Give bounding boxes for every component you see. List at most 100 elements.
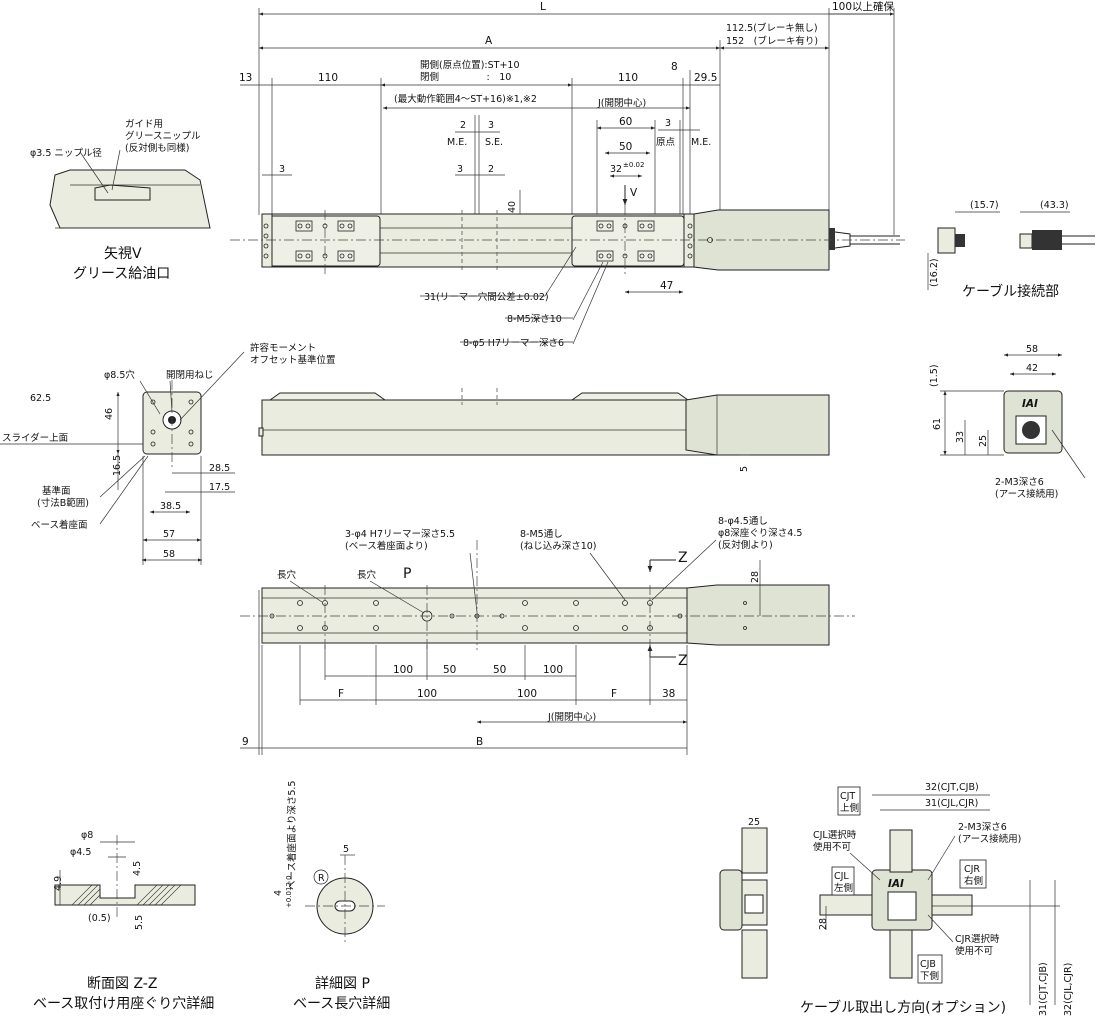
dim-38-5: 38.5 xyxy=(160,501,181,512)
dim-28-5: 28.5 xyxy=(209,463,230,474)
screw-label: 開閉用ねじ xyxy=(166,370,214,381)
detail-P: 5 R ベース着座面より深さ5.5 4 +0.012 0 詳細図 P ベース長穴… xyxy=(273,781,390,1012)
section-Z2: Z xyxy=(678,653,688,669)
cjr-box xyxy=(959,859,987,889)
end-view-left: 許容モーメント オフセット基準位置 φ8.5穴 開閉用ねじ 46 62.5 スラ… xyxy=(0,342,336,565)
dim-100c: 100 xyxy=(417,688,437,700)
allow-1: 許容モーメント xyxy=(250,342,316,354)
dim-33: 33 xyxy=(955,431,966,443)
guide-3: (反対側も同様) xyxy=(125,142,189,154)
section-body xyxy=(54,884,196,906)
side-motor xyxy=(685,394,830,456)
dim-40: 40 xyxy=(507,201,518,213)
dim-38: 38 xyxy=(662,688,675,700)
cjt-2: 上側 xyxy=(840,802,859,814)
note-8phi45c: (反対側より) xyxy=(718,539,773,551)
dim-100b: 100 xyxy=(543,664,563,676)
dim-100a: 100 xyxy=(393,664,413,676)
dim-61: 61 xyxy=(932,418,943,430)
dim-50b: 50 xyxy=(493,664,506,676)
dim-110a: 110 xyxy=(318,72,338,84)
section-Z1: Z xyxy=(678,550,688,566)
dim-0-5: (0.5) xyxy=(88,913,111,924)
leader xyxy=(927,914,954,943)
side-slider-left xyxy=(268,392,387,401)
option-cable-up xyxy=(741,827,768,874)
allow-2: オフセット基準位置 xyxy=(250,354,336,366)
plug-body xyxy=(1019,233,1033,249)
dim-5: 5 xyxy=(739,466,750,472)
cjl-box xyxy=(831,866,855,896)
dim-58: 58 xyxy=(163,549,175,560)
cjr: CJR xyxy=(964,864,980,875)
guide-2: グリースニップル xyxy=(125,130,201,142)
option-right xyxy=(931,894,973,916)
note-8m5a: 8-M5通し xyxy=(520,529,563,540)
leader xyxy=(289,580,323,603)
leader xyxy=(572,261,604,321)
dim-58r: 58 xyxy=(1026,344,1038,355)
detP-vtext: ベース着座面より深さ5.5 xyxy=(286,781,298,890)
dim-5p: 5 xyxy=(343,844,349,855)
note-8phi45b: φ8深座ぐり深さ4.5 xyxy=(718,527,802,539)
dim-15-7: (15.7) xyxy=(970,200,999,211)
option-title: ケーブル取出し方向(オプション) xyxy=(800,999,1006,1016)
dim-62-5: 62.5 xyxy=(30,393,51,404)
dim-60: 60 xyxy=(619,116,632,128)
note-31: 31(リーマー穴間公差±0.02) xyxy=(424,291,549,303)
option-top xyxy=(889,829,913,873)
detP-title2: ベース長穴詳細 xyxy=(293,996,390,1012)
end-holes xyxy=(150,399,194,447)
grease-port-body xyxy=(49,169,211,229)
slot-2: 長穴 xyxy=(357,569,377,581)
secZ-title2: ベース取付け用座ぐり穴詳細 xyxy=(33,996,214,1012)
cjl-ng2: 使用不可 xyxy=(813,841,851,853)
cjb-2: 下側 xyxy=(920,970,939,982)
option-bottom xyxy=(889,929,913,979)
dim-brake-with: 152 (ブレーキ有り) xyxy=(726,35,818,47)
cable-connection: (15.7) (16.2) (43.3) ケーブル接続部 xyxy=(927,200,1095,300)
viewV-title2: グリース給油口 xyxy=(73,266,170,282)
dim-5-5: 5.5 xyxy=(134,915,145,930)
leader xyxy=(111,149,121,191)
J-bottom: J(開閉中心) xyxy=(547,711,596,723)
note-8phi5: 8-φ5 H7リーマー深さ6 xyxy=(463,338,564,349)
option-socket xyxy=(887,891,917,921)
leader xyxy=(99,455,146,498)
dim-25: 25 xyxy=(978,435,989,447)
bottom-motor xyxy=(686,584,830,646)
R-label: R xyxy=(318,873,325,884)
bottom-base xyxy=(261,587,688,644)
bottom-view: 3-φ4 H7リーマー深さ5.5 (ベース着座面より) 8-M5通し (ねじ込み… xyxy=(240,516,855,755)
slider-holes xyxy=(263,220,713,262)
opt-d31: 31(CJL,CJR) xyxy=(925,798,978,809)
dim-4-5: 4.5 xyxy=(132,861,143,876)
hole-8-5: φ8.5穴 xyxy=(104,369,135,381)
end-cap-right xyxy=(683,213,695,268)
guide-1: ガイド用 xyxy=(125,119,163,130)
nipple-dia: φ3.5 ニップル径 xyxy=(30,147,102,159)
opt-d32: 32(CJT,CJB) xyxy=(925,782,979,793)
leader xyxy=(927,835,956,881)
dim-42: 42 xyxy=(1026,363,1038,374)
R-circle xyxy=(313,869,329,885)
viewV-title1: 矢視V xyxy=(104,246,142,262)
connector-circle xyxy=(1022,421,1040,439)
m3-note: (アース接続用) xyxy=(995,488,1058,500)
view-V: φ3.5 ニップル径 ガイド用 グリースニップル (反対側も同様) 矢視V グリ… xyxy=(30,119,211,282)
dim-3b: 3 xyxy=(665,118,671,129)
opt-m3b: (アース接続用) xyxy=(958,833,1021,845)
side-view: 5 xyxy=(258,388,830,472)
cjt: CJT xyxy=(840,791,855,802)
dim-17-5: 17.5 xyxy=(209,482,230,493)
cjl-2: 左側 xyxy=(834,882,853,894)
dim-100d: 100 xyxy=(517,688,537,700)
end-view-right: IAI 58 42 (1.5) 61 33 25 2-M3深さ6 (アース接続用… xyxy=(929,344,1086,500)
slider-right xyxy=(571,215,685,267)
slot-1: 長穴 xyxy=(277,569,297,581)
ext-lines-bottom xyxy=(258,590,688,755)
cjr-ng2: 使用不可 xyxy=(955,945,993,957)
dim-110b: 110 xyxy=(618,72,638,84)
J-center: J(開閉中心) xyxy=(597,97,646,109)
